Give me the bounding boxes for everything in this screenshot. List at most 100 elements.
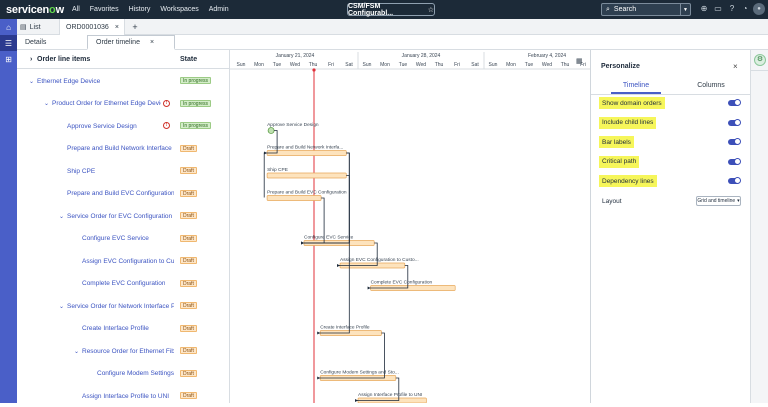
expand-chevron-icon[interactable]: ⌄: [74, 348, 80, 355]
dependency-arrow: [355, 399, 358, 402]
tab-record-label: ORD0001036: [66, 23, 109, 31]
order-line-link[interactable]: Product Order for Ethernet Edge Device: [52, 100, 161, 107]
tab-columns[interactable]: Columns: [686, 82, 736, 94]
table-row[interactable]: Configure Modem Settings a Draft: [17, 363, 230, 385]
gantt-bar[interactable]: [266, 172, 347, 179]
state-badge: Draft: [180, 234, 197, 242]
bar-label: Prepare and Build EVC Configuration: [267, 190, 347, 196]
gantt-bar[interactable]: [266, 195, 322, 201]
milestone-marker[interactable]: [267, 127, 275, 134]
globe-icon[interactable]: ⊕: [700, 4, 708, 13]
state-badge: Draft: [180, 369, 197, 377]
state-badge: Draft: [180, 392, 197, 399]
col-state[interactable]: State: [180, 56, 198, 63]
order-line-link[interactable]: Ethernet Edge Device: [37, 77, 101, 85]
order-line-link[interactable]: Complete EVC Configuration: [82, 280, 166, 287]
nav-favorites[interactable]: Favorites: [89, 6, 119, 13]
order-line-link[interactable]: Create Interface Profile: [82, 325, 149, 332]
list-tab-icon: ▤: [20, 24, 27, 31]
close-icon[interactable]: ×: [149, 38, 155, 46]
table-row[interactable]: Assign Interface Profile to UNI Draft: [17, 385, 230, 407]
state-badge: In progress: [180, 122, 212, 129]
home-icon[interactable]: ⌂: [6, 22, 11, 32]
table-row[interactable]: Approve Service Design! In progress: [17, 115, 230, 137]
layout-select[interactable]: Grid and timeline ▾: [696, 196, 741, 206]
record-subtabs: Details Order timeline ×: [17, 35, 768, 50]
order-line-link[interactable]: Configure Modem Settings a: [97, 370, 174, 377]
chat-icon[interactable]: ▭: [714, 4, 722, 13]
order-line-link[interactable]: Assign EVC Configuration to Cust: [82, 257, 174, 265]
nav-admin[interactable]: Admin: [208, 6, 229, 13]
order-line-link[interactable]: Configure EVC Service: [82, 235, 149, 242]
gantt-bar[interactable]: [266, 150, 347, 156]
warning-icon: !: [163, 122, 170, 129]
order-line-link[interactable]: Service Order for EVC Configuration Se: [67, 212, 174, 220]
personalize-icon[interactable]: ⚙: [754, 54, 766, 66]
tree-icon[interactable]: ⊞: [5, 54, 12, 64]
order-line-link[interactable]: Prepare and Build Network Interface Pr: [67, 145, 174, 152]
table-row[interactable]: Ship CPE Draft: [17, 160, 230, 182]
tab-order-timeline-label: Order timeline: [96, 38, 140, 46]
table-row[interactable]: ⌄Product Order for Ethernet Edge Device!…: [17, 93, 230, 115]
close-icon[interactable]: ×: [733, 62, 738, 71]
option-toggle[interactable]: [728, 177, 741, 184]
help-icon[interactable]: ?: [729, 4, 735, 13]
servicenow-logo[interactable]: servicenow: [6, 4, 68, 16]
global-search[interactable]: ⌕ Search ▼: [601, 3, 691, 16]
chevron-down-icon: ▾: [737, 198, 740, 204]
warning-icon: !: [163, 99, 170, 107]
list-icon[interactable]: ☰: [0, 35, 17, 51]
expand-chevron-icon[interactable]: ⌄: [59, 213, 65, 220]
option-toggle[interactable]: [728, 157, 741, 165]
add-tab-button[interactable]: +: [132, 22, 138, 32]
day-label: Mon: [254, 62, 264, 68]
star-icon[interactable]: ☆: [427, 6, 434, 14]
grid-header: › Order line items State: [17, 50, 230, 69]
nav-workspaces[interactable]: Workspaces: [160, 6, 199, 13]
close-icon[interactable]: ×: [114, 23, 119, 31]
state-badge: Draft: [180, 167, 197, 174]
user-avatar[interactable]: ●: [753, 3, 765, 15]
option-toggle[interactable]: [728, 138, 741, 145]
order-line-link[interactable]: Ship CPE: [67, 167, 96, 175]
chevron-down-icon[interactable]: ▼: [680, 4, 690, 15]
order-line-link[interactable]: Assign Interface Profile to UNI: [82, 392, 170, 400]
option-toggle[interactable]: [728, 99, 741, 106]
nav-history[interactable]: History: [128, 6, 151, 13]
dependency-line: [339, 242, 378, 266]
notifications-icon[interactable]: ◔: [742, 4, 748, 13]
order-line-link[interactable]: Service Order for Network Interface Pr: [67, 302, 174, 310]
order-line-link[interactable]: Approve Service Design: [67, 122, 137, 130]
calendar-icon[interactable]: ▦: [576, 58, 583, 65]
option-toggle[interactable]: [728, 118, 741, 126]
nav-all[interactable]: All: [72, 6, 80, 13]
app-scope-selector[interactable]: CSM/FSM Configurabl... ☆: [347, 3, 435, 17]
bar-label: Approve Service Design: [267, 122, 319, 128]
dependency-line: [319, 332, 385, 379]
tab-record[interactable]: ORD0001036 ×: [59, 19, 125, 35]
expand-chevron-icon[interactable]: ⌄: [59, 303, 65, 310]
order-line-link[interactable]: Resource Order for Ethernet Fibe: [82, 347, 174, 355]
tab-timeline[interactable]: Timeline: [611, 82, 661, 94]
tab-details[interactable]: Details: [25, 35, 55, 50]
day-label: Fri: [328, 62, 334, 68]
col-order-line-items[interactable]: Order line items: [37, 56, 91, 63]
tab-list[interactable]: ▤ List: [20, 19, 58, 35]
expand-chevron-icon[interactable]: ⌄: [44, 101, 50, 107]
expand-chevron-icon[interactable]: ⌄: [29, 78, 35, 85]
tab-order-timeline[interactable]: Order timeline ×: [87, 35, 175, 50]
chevron-right-icon[interactable]: ›: [30, 56, 33, 63]
table-row[interactable]: Configure EVC Service Draft: [17, 228, 230, 250]
dependency-line: [357, 377, 400, 401]
day-label: Mon: [506, 62, 516, 68]
order-line-link[interactable]: Prepare and Build EVC Configuration: [67, 190, 174, 197]
